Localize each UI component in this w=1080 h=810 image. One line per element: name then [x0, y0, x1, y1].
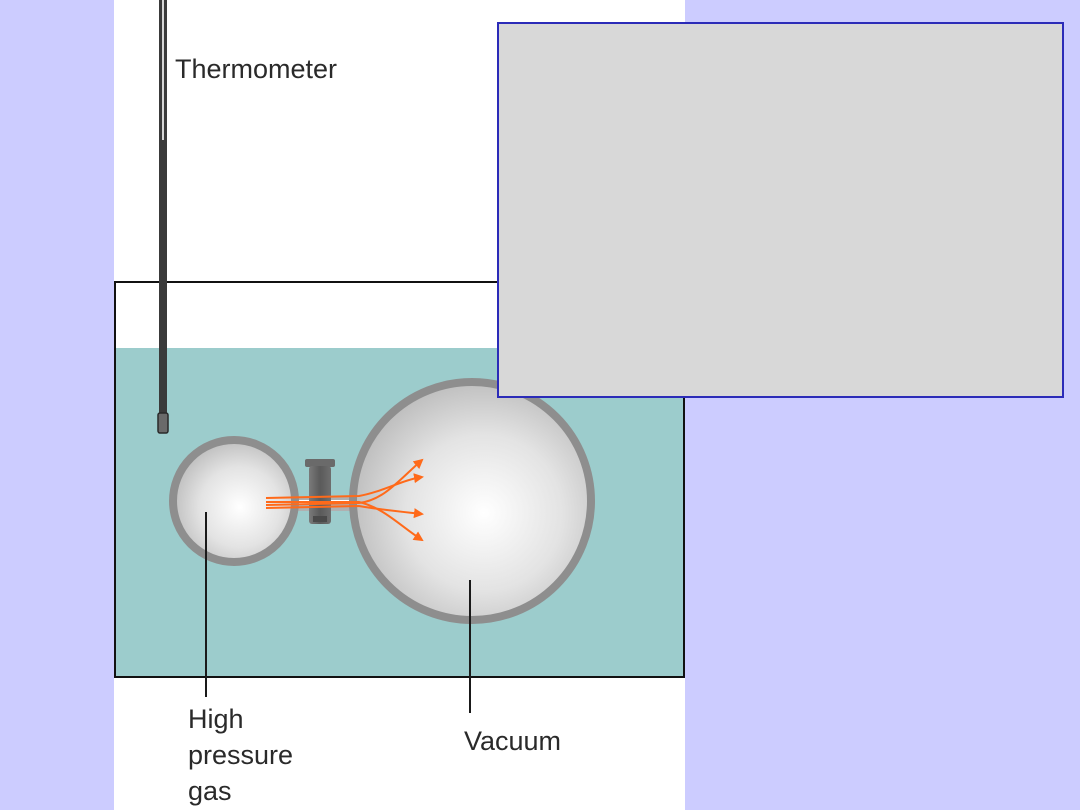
gas-flow-arrows [265, 458, 424, 542]
high-pressure-gas-label-line2: pressure [188, 740, 294, 770]
high-pressure-gas-label-line3: gas [188, 776, 232, 806]
high-pressure-gas-label-line1: High [188, 704, 244, 734]
valve-icon [305, 459, 335, 524]
vacuum-flask [349, 378, 595, 624]
thermometer-label: Thermometer [175, 54, 338, 84]
joule-expansion-diagram [114, 0, 685, 713]
overlay-box [497, 22, 1064, 398]
thermometer-icon [157, 0, 169, 434]
vacuum-label: Vacuum [464, 726, 562, 756]
water-tank [114, 281, 685, 678]
